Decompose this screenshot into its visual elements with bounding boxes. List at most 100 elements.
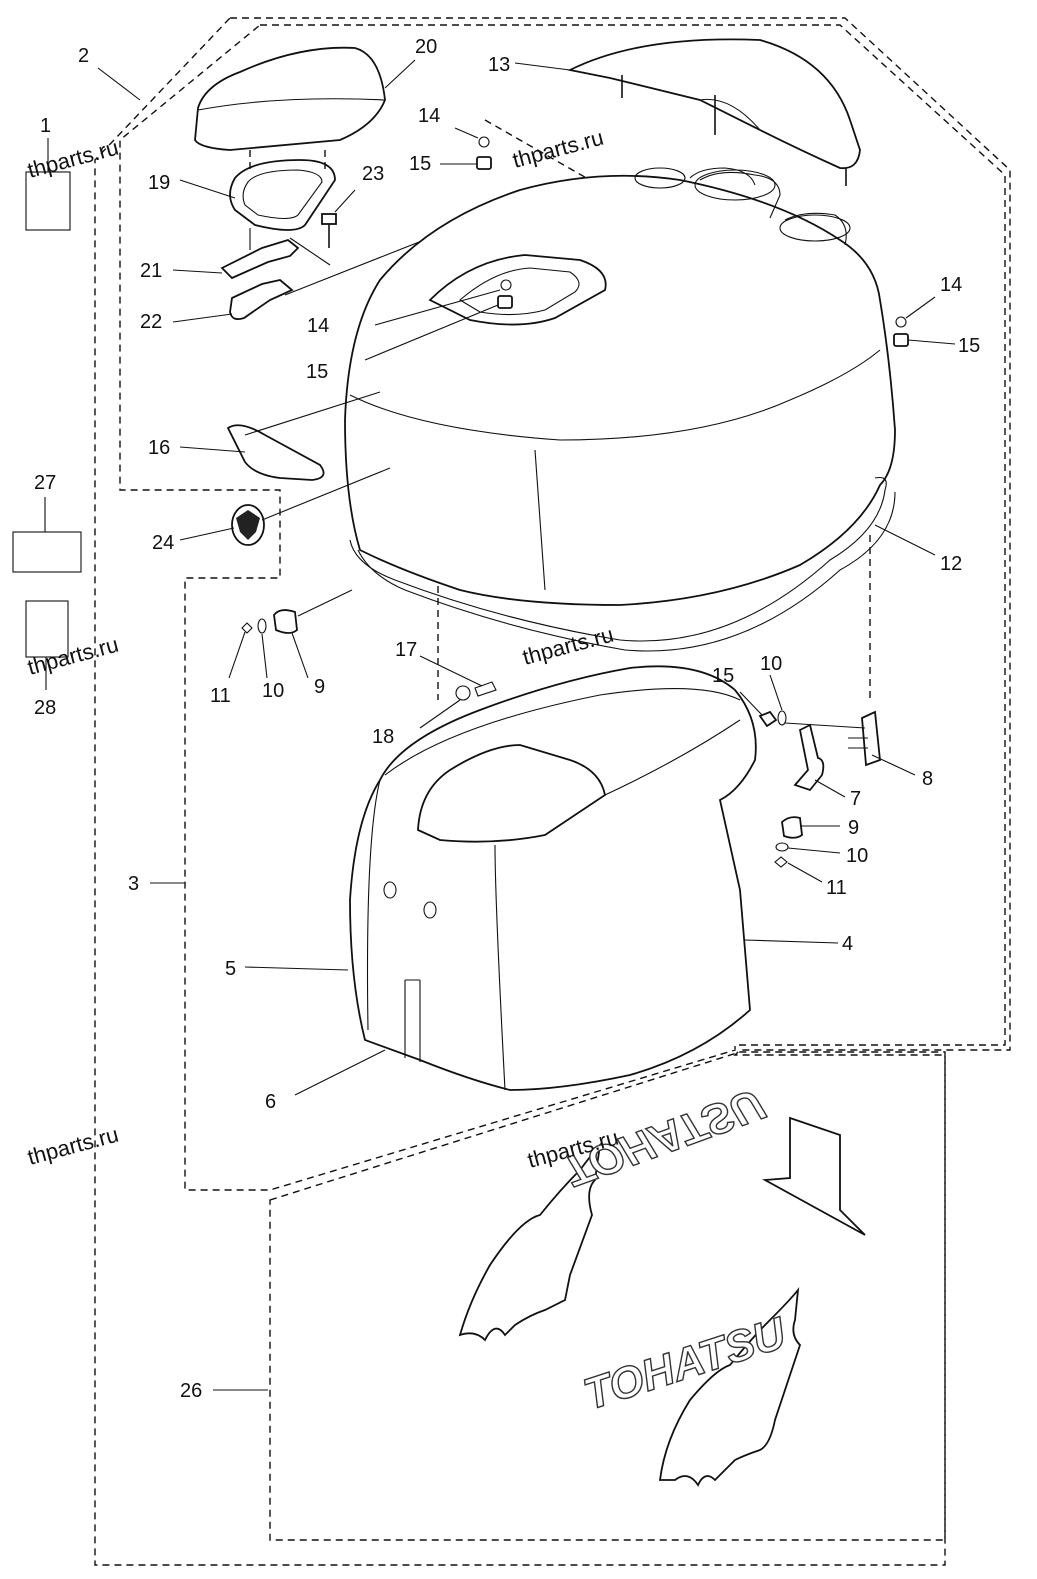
guide-19 (249, 150, 326, 170)
leader-14-top (454, 127, 479, 139)
part-19-grommet-inner (242, 169, 323, 220)
watermark-5: thparts.ru (25, 1122, 121, 1170)
lower-cover-rim (384, 688, 741, 776)
leader-23 (334, 189, 356, 213)
leader-8 (871, 754, 916, 776)
watermark-4: thparts.ru (520, 622, 616, 670)
callout-23: 23 (362, 163, 384, 185)
decal-tab (761, 1116, 866, 1236)
part-10-washer-right-low (775, 842, 789, 852)
part-14-washer-right (895, 316, 907, 328)
callout-10-right-low: 10 (846, 845, 868, 867)
callout-19: 19 (148, 172, 170, 194)
callout-15-mid: 15 (306, 361, 328, 383)
callout-8: 8 (922, 768, 933, 790)
group-26-boundary (269, 1051, 946, 1541)
part-14-washer-mid (500, 279, 512, 291)
leader-16 (179, 391, 381, 453)
part-15-nut-right-low (758, 710, 778, 728)
lower-cover-seam (366, 719, 741, 1091)
part-28-label (25, 600, 69, 658)
part-20-lid (194, 46, 386, 151)
upper-cowling-top-hatch (428, 254, 607, 326)
leader-7 (814, 779, 846, 798)
part-10-washer-left (257, 618, 267, 634)
callout-9-right: 9 (848, 817, 859, 839)
part-11-nut-right (774, 856, 788, 868)
callout-9-left: 9 (314, 676, 325, 698)
leader-6 (294, 1049, 386, 1096)
callout-28: 28 (34, 697, 56, 719)
callout-15-top: 15 (409, 153, 431, 175)
callout-3: 3 (128, 873, 139, 895)
lower-cover (349, 665, 757, 1091)
callout-15-right-low: 15 (712, 665, 734, 687)
part-10-washer-right-top (777, 710, 787, 726)
leader-13 (514, 62, 571, 71)
upper-cowling-ridge (349, 349, 881, 441)
lower-cover-hole-1 (383, 881, 397, 899)
callout-17: 17 (395, 639, 417, 661)
leader-15-right-low (739, 691, 763, 716)
callout-18: 18 (372, 726, 394, 748)
part-15-nut-right (893, 333, 909, 347)
part-8-bolts (784, 722, 868, 749)
group-2-boundary (94, 17, 1011, 1566)
part-13-handle-lip (699, 98, 761, 131)
intake-3 (634, 167, 686, 189)
part-7-bracket (793, 723, 825, 792)
callout-14-mid: 14 (307, 315, 329, 337)
decal-shape-top (458, 1142, 602, 1342)
callout-4: 4 (842, 933, 853, 955)
lower-cover-hole-2 (423, 901, 437, 919)
leader-21 (172, 269, 223, 274)
part-22-bracket (229, 279, 294, 321)
callout-20: 20 (415, 36, 437, 58)
leader-10-right-top (769, 674, 783, 711)
callout-26: 26 (180, 1380, 202, 1402)
leader-17 (419, 655, 483, 687)
part-17-screw (474, 681, 497, 697)
part-12-seal (349, 476, 887, 642)
leader-15-mid (364, 304, 499, 361)
callout-15-right: 15 (958, 335, 980, 357)
callout-7: 7 (850, 788, 861, 810)
part-16-plate (226, 424, 325, 481)
watermark-1: thparts.ru (25, 135, 121, 183)
watermark-2: thparts.ru (510, 125, 606, 173)
part-12-seal-inner (357, 491, 896, 652)
leader-4 (744, 939, 839, 944)
callout-1: 1 (40, 115, 51, 137)
part-18-washer (455, 685, 471, 701)
leader-18 (419, 699, 461, 729)
leader-12 (874, 524, 936, 556)
leader-11-left (228, 631, 246, 679)
lower-cover-slot (404, 979, 421, 1062)
decal-shape-bottom (658, 1287, 802, 1487)
part-15-nut-top (476, 156, 492, 170)
callout-21: 21 (140, 260, 162, 282)
intake-2 (779, 214, 851, 242)
leader-9-left (297, 589, 353, 617)
part-27-label (12, 531, 82, 573)
leader-11-right (787, 862, 823, 883)
leader-24 (179, 467, 391, 541)
upper-cowling-top-hatch-inner (459, 267, 580, 316)
callout-24: 24 (152, 532, 174, 554)
callout-22: 22 (140, 311, 162, 333)
callout-13: 13 (488, 54, 510, 76)
leader-9-left-label (291, 632, 309, 679)
watermark-3: thparts.ru (25, 632, 121, 680)
callout-2: 2 (78, 45, 89, 67)
leader-15-right (907, 339, 956, 345)
callout-27: 27 (34, 472, 56, 494)
leader-2 (97, 67, 141, 101)
callout-10-right-top: 10 (760, 653, 782, 675)
leader-5 (244, 966, 349, 971)
part-13-stud-1 (621, 75, 847, 186)
part-9-collar-right (781, 816, 803, 839)
leader-10-right-low (787, 847, 841, 854)
part-14-washer-top (478, 136, 490, 148)
